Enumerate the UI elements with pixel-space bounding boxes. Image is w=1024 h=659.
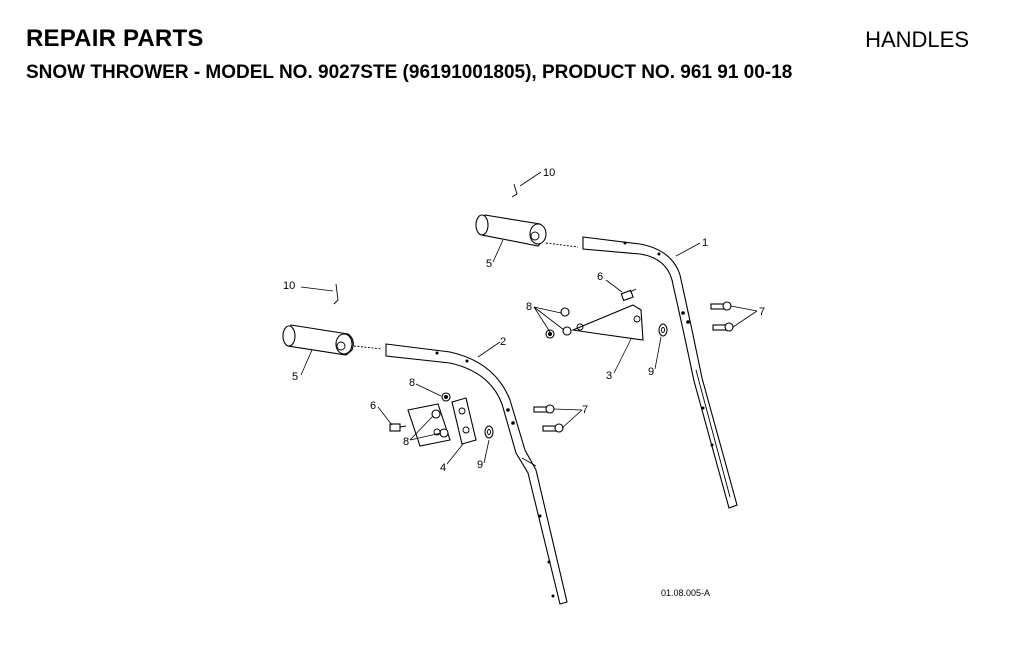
callout-6-lower: 6: [370, 400, 376, 412]
bracket-part-4: [407, 397, 477, 447]
callout-9-upper: 9: [648, 366, 654, 378]
washer-part-9-upper: [658, 323, 668, 337]
upper-grip-part-5: [475, 214, 579, 248]
callout-5-lower: 5: [292, 371, 298, 383]
lower-cable-clip-part-10: [333, 283, 339, 305]
figure-code: 01.08.005-A: [661, 588, 710, 598]
callout-8-lower-bottom: 8: [403, 436, 409, 448]
upper-cable-clip-part-10: [511, 183, 518, 198]
hardware-part-8-upper: [545, 307, 572, 339]
section-title: HANDLES: [865, 27, 969, 52]
callout-10-upper: 10: [543, 167, 555, 179]
bolt-part-6-lower: [389, 423, 407, 432]
callout-1: 1: [702, 237, 708, 249]
upper-handle-part-1: [582, 236, 738, 509]
leader-lines: [300, 171, 758, 465]
subtitle-prefix: SNOW THROWER - MODEL NO.: [26, 62, 319, 83]
callout-3: 3: [606, 370, 612, 382]
washer-part-9-lower: [484, 425, 494, 439]
callout-9-lower: 9: [477, 459, 483, 471]
bracket-part-3: [570, 304, 644, 341]
bolts-part-7-lower: [533, 404, 564, 433]
lower-grip-part-5: [282, 324, 383, 356]
callout-4: 4: [440, 462, 446, 474]
hardware-part-8-lower: [431, 392, 451, 438]
callout-6-upper: 6: [597, 271, 603, 283]
subtitle-suffix: (96191001805), PRODUCT NO. 961 91 00-18: [397, 62, 793, 83]
callout-5-upper: 5: [486, 258, 492, 270]
callout-8-lower-top: 8: [409, 377, 415, 389]
model-subtitle: SNOW THROWER - MODEL NO. 9027STE (961910…: [26, 62, 792, 84]
callout-8-upper: 8: [526, 301, 532, 313]
lower-handle-part-2: [385, 343, 568, 605]
callout-7-upper: 7: [759, 306, 765, 318]
callout-10-lower: 10: [283, 280, 295, 292]
bolts-part-7-upper: [710, 301, 734, 332]
page-title: REPAIR PARTS: [26, 25, 204, 52]
model-number: 9027STE: [318, 62, 398, 83]
bolt-part-6-upper: [620, 288, 637, 302]
callout-2: 2: [500, 336, 506, 348]
callout-7-lower: 7: [582, 404, 588, 416]
